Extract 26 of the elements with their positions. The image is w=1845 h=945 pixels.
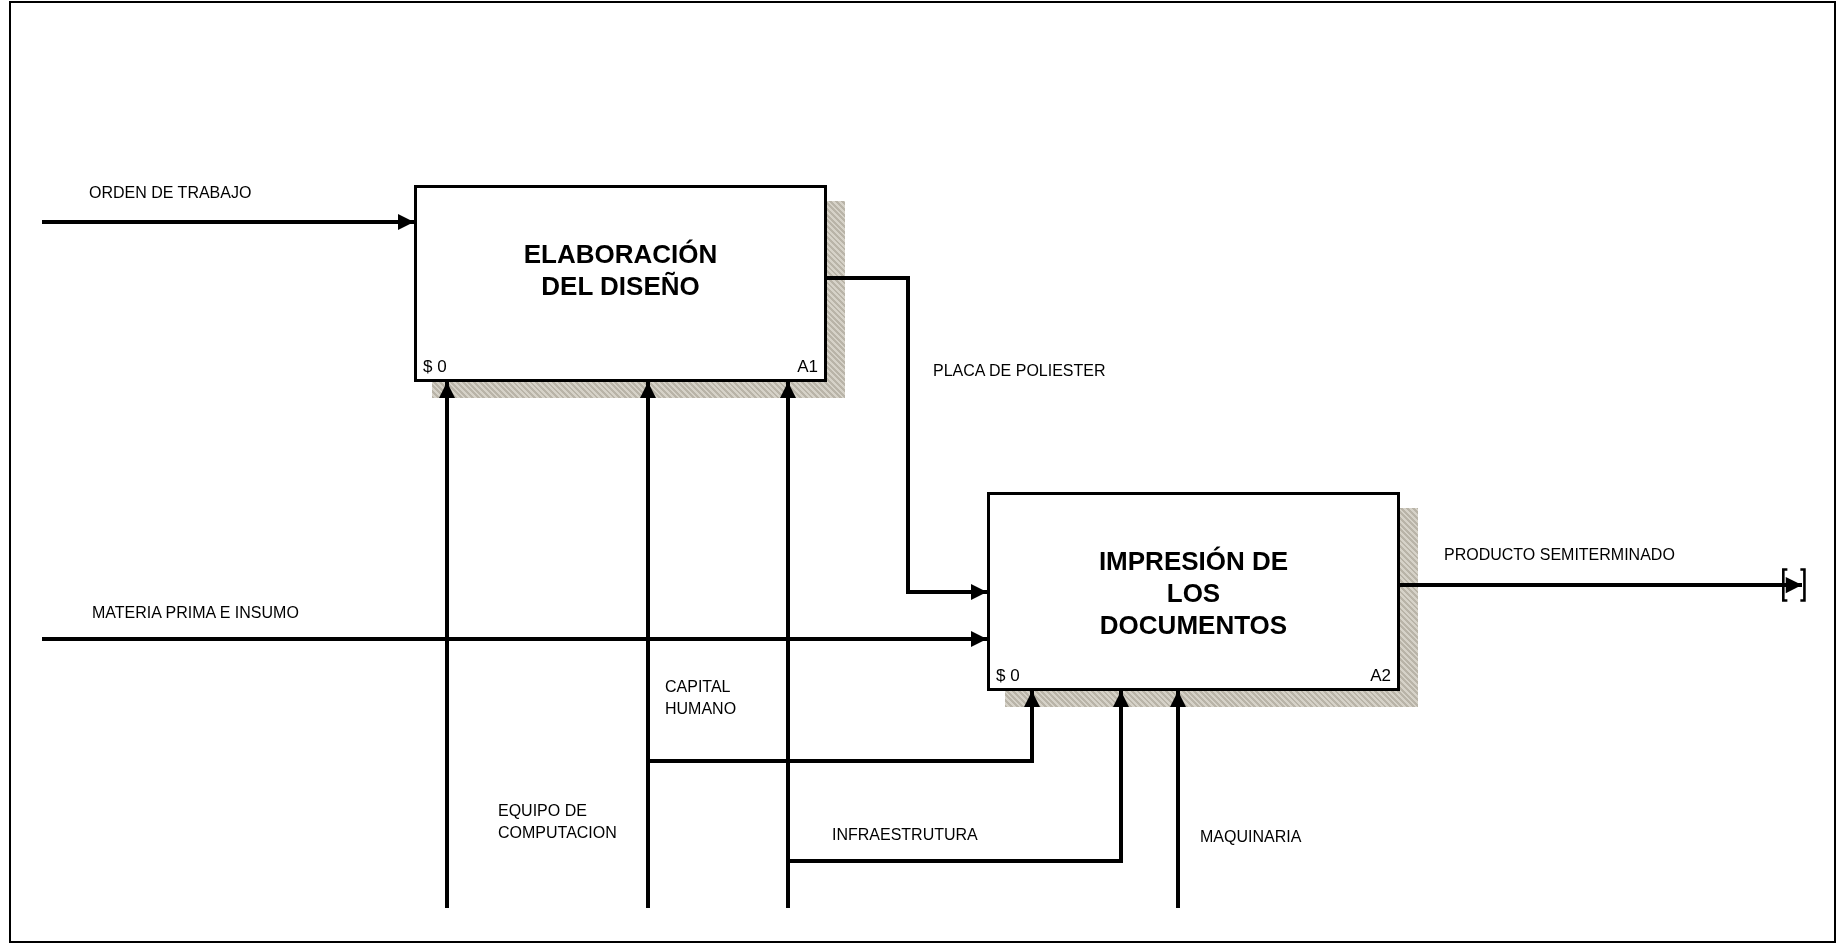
- process-title: ELABORACIÓN DEL DISEÑO: [522, 238, 719, 302]
- arrow: [439, 382, 455, 908]
- arrow: [648, 691, 1040, 763]
- process-box: [414, 185, 827, 382]
- arrow: [788, 691, 1129, 863]
- arrow: [42, 631, 987, 647]
- arrow: [1170, 691, 1186, 908]
- edge-label: CAPITAL HUMANO: [665, 677, 738, 719]
- edge-label: EQUIPO DE COMPUTACION: [498, 801, 618, 843]
- edge-label: MAQUINARIA: [1200, 827, 1302, 847]
- edge-label: PLACA DE POLIESTER: [933, 361, 1106, 381]
- cost-label: $ 0: [423, 357, 447, 377]
- edge-label: PRODUCTO SEMITERMINADO: [1444, 545, 1675, 565]
- arrow: [42, 214, 414, 230]
- arrow: [1400, 568, 1806, 602]
- cost-label: $ 0: [996, 666, 1020, 686]
- process-box: [987, 492, 1400, 691]
- process-title: IMPRESIÓN DE LOS DOCUMENTOS: [1097, 545, 1290, 641]
- arrow: [827, 276, 987, 600]
- arrow: [640, 382, 656, 908]
- edge-label: ORDEN DE TRABAJO: [89, 183, 252, 203]
- arrow: [780, 382, 796, 908]
- edge-label: INFRAESTRUTURA: [832, 825, 978, 845]
- node-number: A2: [1370, 666, 1391, 686]
- edge-label: MATERIA PRIMA E INSUMO: [92, 603, 299, 623]
- node-number: A1: [797, 357, 818, 377]
